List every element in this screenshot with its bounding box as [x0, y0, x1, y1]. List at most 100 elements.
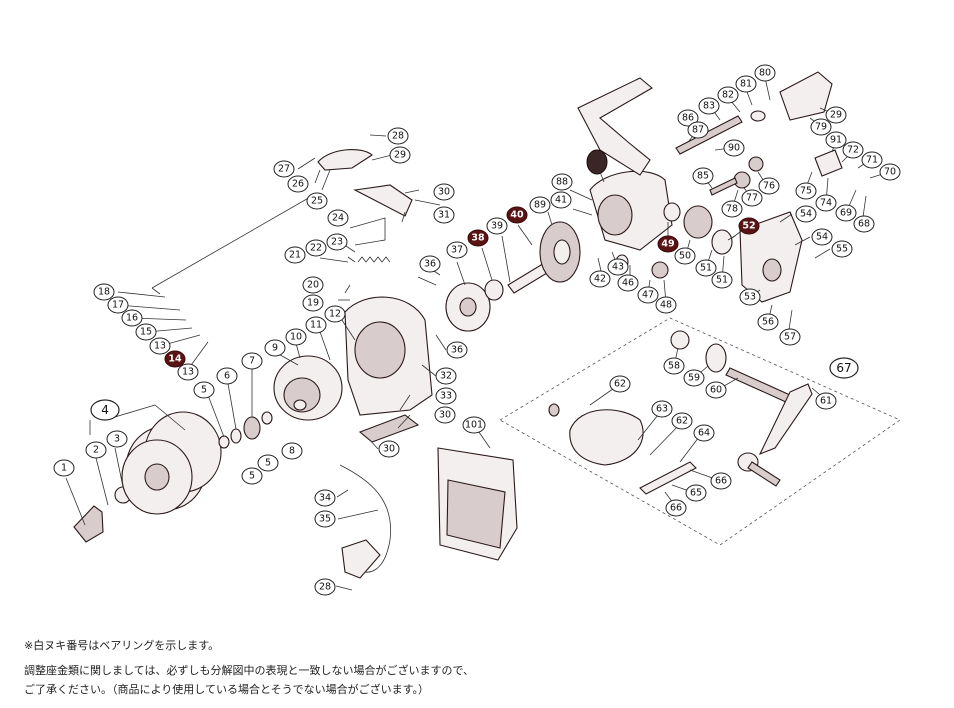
part-number-50[interactable]: 50 — [674, 247, 696, 265]
part-number-21[interactable]: 21 — [284, 246, 306, 264]
part-number-14-bearing[interactable]: 14 — [164, 350, 186, 368]
part-number-13[interactable]: 13 — [177, 363, 199, 381]
part-number-65[interactable]: 65 — [685, 484, 707, 502]
part-number-34[interactable]: 34 — [314, 489, 336, 507]
part-number-85[interactable]: 85 — [692, 167, 714, 185]
part-number-48[interactable]: 48 — [655, 296, 677, 314]
part-number-59[interactable]: 59 — [683, 369, 705, 387]
part-number-60[interactable]: 60 — [705, 381, 727, 399]
part-number-51[interactable]: 51 — [695, 259, 717, 277]
part-number-87[interactable]: 87 — [687, 121, 709, 139]
part-number-43[interactable]: 43 — [607, 258, 629, 276]
part-number-66[interactable]: 66 — [665, 499, 687, 517]
part-number-29[interactable]: 29 — [389, 146, 411, 164]
part-number-67[interactable]: 67 — [829, 357, 859, 379]
part-number-41[interactable]: 41 — [550, 191, 572, 209]
part-number-66[interactable]: 66 — [710, 472, 732, 490]
part-number-101[interactable]: 101 — [462, 416, 486, 434]
part-number-91[interactable]: 91 — [825, 131, 847, 149]
part-number-20[interactable]: 20 — [302, 276, 324, 294]
part-number-9[interactable]: 9 — [264, 339, 286, 357]
part-number-72[interactable]: 72 — [842, 141, 864, 159]
part-number-76[interactable]: 76 — [758, 177, 780, 195]
part-number-78[interactable]: 78 — [721, 200, 743, 218]
part-number-2[interactable]: 2 — [85, 441, 107, 459]
part-number-8[interactable]: 8 — [281, 442, 303, 460]
part-number-26[interactable]: 26 — [287, 175, 309, 193]
part-number-24[interactable]: 24 — [327, 209, 349, 227]
part-number-68[interactable]: 68 — [853, 215, 875, 233]
part-number-37[interactable]: 37 — [446, 241, 468, 259]
part-number-55[interactable]: 55 — [831, 240, 853, 258]
part-number-31[interactable]: 31 — [433, 206, 455, 224]
part-number-17[interactable]: 17 — [107, 296, 129, 314]
part-number-23[interactable]: 23 — [326, 233, 348, 251]
part-number-52-bearing[interactable]: 52 — [738, 217, 760, 235]
part-number-53[interactable]: 53 — [739, 288, 761, 306]
part-number-57[interactable]: 57 — [779, 328, 801, 346]
part-number-5[interactable]: 5 — [241, 467, 263, 485]
part-number-47[interactable]: 47 — [637, 286, 659, 304]
part-number-74[interactable]: 74 — [815, 194, 837, 212]
part-number-5[interactable]: 5 — [257, 454, 279, 472]
part-number-54[interactable]: 54 — [811, 228, 833, 246]
part-number-16[interactable]: 16 — [121, 309, 143, 327]
part-number-38-bearing[interactable]: 38 — [467, 229, 489, 247]
part-number-63[interactable]: 63 — [651, 400, 673, 418]
part-number-28[interactable]: 28 — [387, 127, 409, 145]
part-number-54[interactable]: 54 — [795, 205, 817, 223]
part-number-46[interactable]: 46 — [617, 274, 639, 292]
part-number-30[interactable]: 30 — [378, 440, 400, 458]
part-number-13[interactable]: 13 — [149, 337, 171, 355]
part-number-64[interactable]: 64 — [693, 424, 715, 442]
part-number-11[interactable]: 11 — [305, 316, 327, 334]
part-number-58[interactable]: 58 — [663, 357, 685, 375]
part-number-28[interactable]: 28 — [314, 578, 336, 596]
part-number-29[interactable]: 29 — [825, 106, 847, 124]
part-number-25[interactable]: 25 — [306, 192, 328, 210]
part-number-83[interactable]: 83 — [698, 97, 720, 115]
part-number-1[interactable]: 1 — [53, 459, 75, 477]
part-number-89[interactable]: 89 — [529, 196, 551, 214]
part-number-18[interactable]: 18 — [93, 283, 115, 301]
part-number-3[interactable]: 3 — [106, 430, 128, 448]
part-number-49-bearing[interactable]: 49 — [657, 235, 679, 253]
part-number-5[interactable]: 5 — [193, 381, 215, 399]
part-number-33[interactable]: 33 — [435, 387, 457, 405]
part-number-82[interactable]: 82 — [717, 86, 739, 104]
part-number-62[interactable]: 62 — [609, 375, 631, 393]
part-number-75[interactable]: 75 — [795, 182, 817, 200]
part-number-30[interactable]: 30 — [433, 183, 455, 201]
part-number-88[interactable]: 88 — [551, 173, 573, 191]
part-number-81[interactable]: 81 — [735, 75, 757, 93]
part-number-39[interactable]: 39 — [486, 217, 508, 235]
part-number-15[interactable]: 15 — [135, 323, 157, 341]
part-number-86[interactable]: 86 — [677, 109, 699, 127]
part-number-32[interactable]: 32 — [435, 367, 457, 385]
part-number-36[interactable]: 36 — [419, 255, 441, 273]
part-number-42[interactable]: 42 — [589, 270, 611, 288]
part-number-10[interactable]: 10 — [285, 328, 307, 346]
part-number-56[interactable]: 56 — [757, 313, 779, 331]
part-number-35[interactable]: 35 — [314, 510, 336, 528]
part-number-70[interactable]: 70 — [879, 163, 901, 181]
part-number-90[interactable]: 90 — [723, 139, 745, 157]
part-number-22[interactable]: 22 — [305, 239, 327, 257]
part-number-71[interactable]: 71 — [861, 151, 883, 169]
part-number-79[interactable]: 79 — [810, 118, 832, 136]
part-number-51[interactable]: 51 — [711, 271, 733, 289]
part-number-19[interactable]: 19 — [302, 294, 324, 312]
part-number-61[interactable]: 61 — [815, 392, 837, 410]
part-number-69[interactable]: 69 — [835, 204, 857, 222]
part-number-77[interactable]: 77 — [741, 189, 763, 207]
part-number-40-bearing[interactable]: 40 — [506, 206, 528, 224]
part-number-7[interactable]: 7 — [241, 352, 263, 370]
part-number-62[interactable]: 62 — [671, 412, 693, 430]
part-number-30[interactable]: 30 — [434, 406, 456, 424]
part-number-27[interactable]: 27 — [273, 160, 295, 178]
part-number-36[interactable]: 36 — [446, 341, 468, 359]
part-number-4[interactable]: 4 — [90, 399, 120, 421]
part-number-6[interactable]: 6 — [216, 367, 238, 385]
part-number-12[interactable]: 12 — [324, 305, 346, 323]
part-number-80[interactable]: 80 — [754, 64, 776, 82]
